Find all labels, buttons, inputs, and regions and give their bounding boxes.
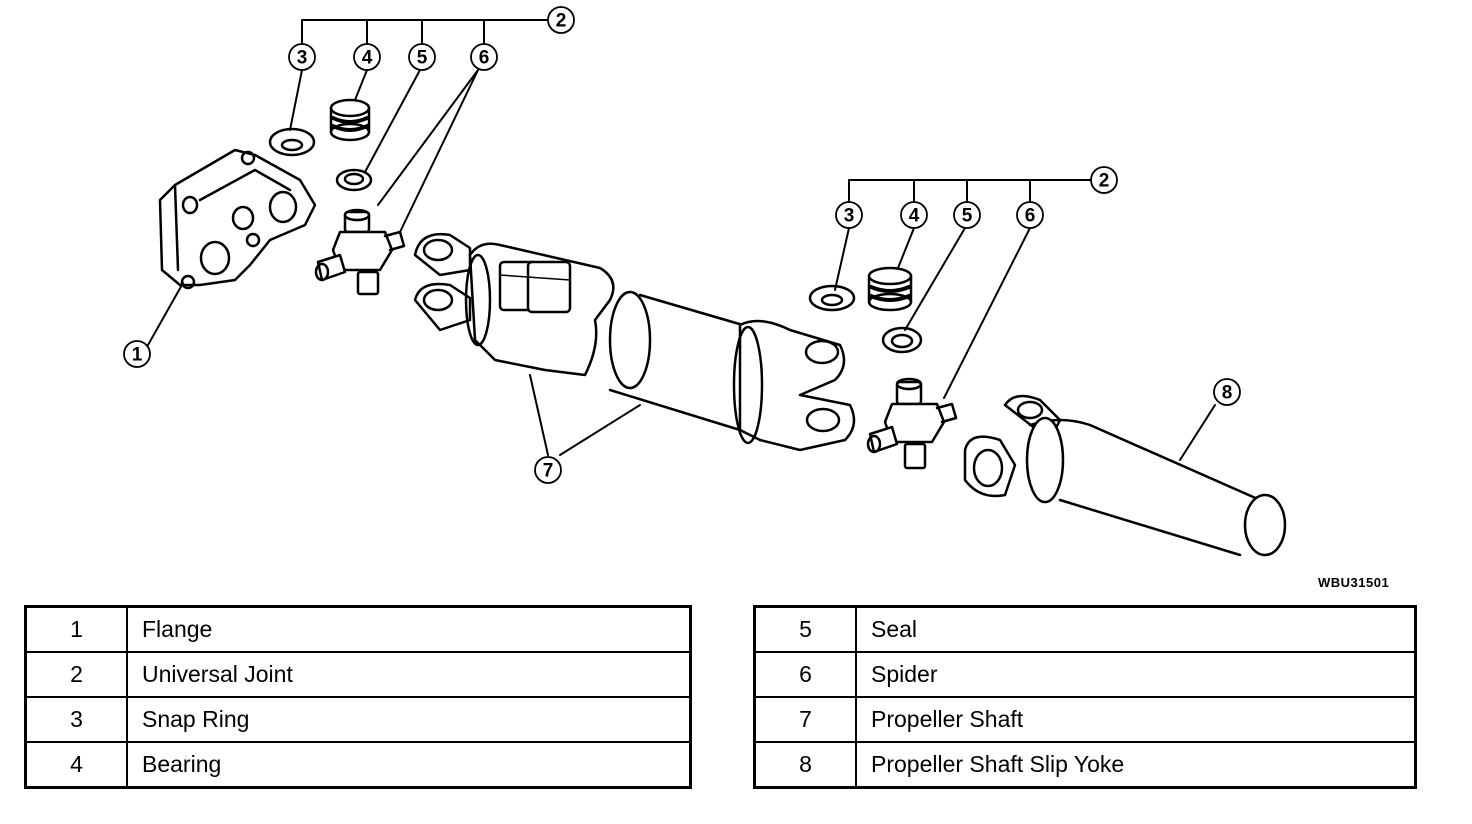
legend-number: 4: [24, 741, 128, 789]
legend-row: 7 Propeller Shaft: [753, 696, 1417, 743]
legend-number: 1: [24, 605, 128, 653]
lower-snap-ring: [808, 284, 856, 312]
propeller-shaft: [413, 232, 856, 452]
legend-number: 3: [24, 696, 128, 743]
legend-number: 6: [753, 651, 857, 698]
legend-label: Snap Ring: [126, 696, 692, 743]
callout-6-upper: 6: [479, 48, 490, 69]
legend-number: 7: [753, 696, 857, 743]
legend-number: 5: [753, 605, 857, 653]
callout-1: 1: [132, 345, 143, 366]
legend-label: Universal Joint: [126, 651, 692, 698]
lower-spider-cross: [866, 377, 958, 470]
callout-5-lower: 5: [962, 206, 973, 227]
callout-6-lower: 6: [1025, 206, 1036, 227]
legend-number: 8: [753, 741, 857, 789]
callout-3-lower: 3: [844, 206, 855, 227]
callout-8: 8: [1222, 383, 1233, 404]
flange-part: [158, 148, 317, 290]
leader-lines: [147, 19, 1216, 461]
upper-spider-cross: [314, 208, 406, 296]
upper-bearing-cap: [329, 98, 371, 142]
callout-2-lower: 2: [1099, 171, 1110, 192]
legend-row: 2 Universal Joint: [24, 651, 692, 698]
callout-4-lower: 4: [909, 206, 920, 227]
legend-row: 1 Flange: [24, 605, 692, 653]
exploded-driveshaft-diagram: 2 3 4 5 6 1 7 2 3 4 5 6 8: [123, 6, 1287, 557]
legend-number: 2: [24, 651, 128, 698]
legend-label: Flange: [126, 605, 692, 653]
lower-bearing-cap: [867, 266, 913, 312]
slip-yoke: [963, 394, 1287, 557]
upper-seal-ring: [335, 168, 373, 192]
legend-table-right: 5 Seal 6 Spider 7 Propeller Shaft 8 Prop…: [753, 605, 1417, 789]
callout-5-upper: 5: [417, 48, 428, 69]
legend-label: Spider: [855, 651, 1417, 698]
callout-circles: [123, 6, 1241, 484]
legend-row: 4 Bearing: [24, 741, 692, 789]
callout-7: 7: [543, 461, 554, 482]
legend-row: 6 Spider: [753, 651, 1417, 698]
callout-4-upper: 4: [362, 48, 373, 69]
legend-table-left: 1 Flange 2 Universal Joint 3 Snap Ring 4…: [24, 605, 692, 789]
legend-label: Bearing: [126, 741, 692, 789]
legend-row: 5 Seal: [753, 605, 1417, 653]
callout-2-upper: 2: [556, 11, 567, 32]
legend-row: 8 Propeller Shaft Slip Yoke: [753, 741, 1417, 789]
legend-row: 3 Snap Ring: [24, 696, 692, 743]
legend-label: Propeller Shaft Slip Yoke: [855, 741, 1417, 789]
figure-code: WBU31501: [1318, 575, 1390, 590]
callout-3-upper: 3: [297, 48, 308, 69]
legend-label: Seal: [855, 605, 1417, 653]
lower-seal-ring: [881, 326, 923, 354]
legend-label: Propeller Shaft: [855, 696, 1417, 743]
upper-snap-ring: [268, 127, 316, 157]
